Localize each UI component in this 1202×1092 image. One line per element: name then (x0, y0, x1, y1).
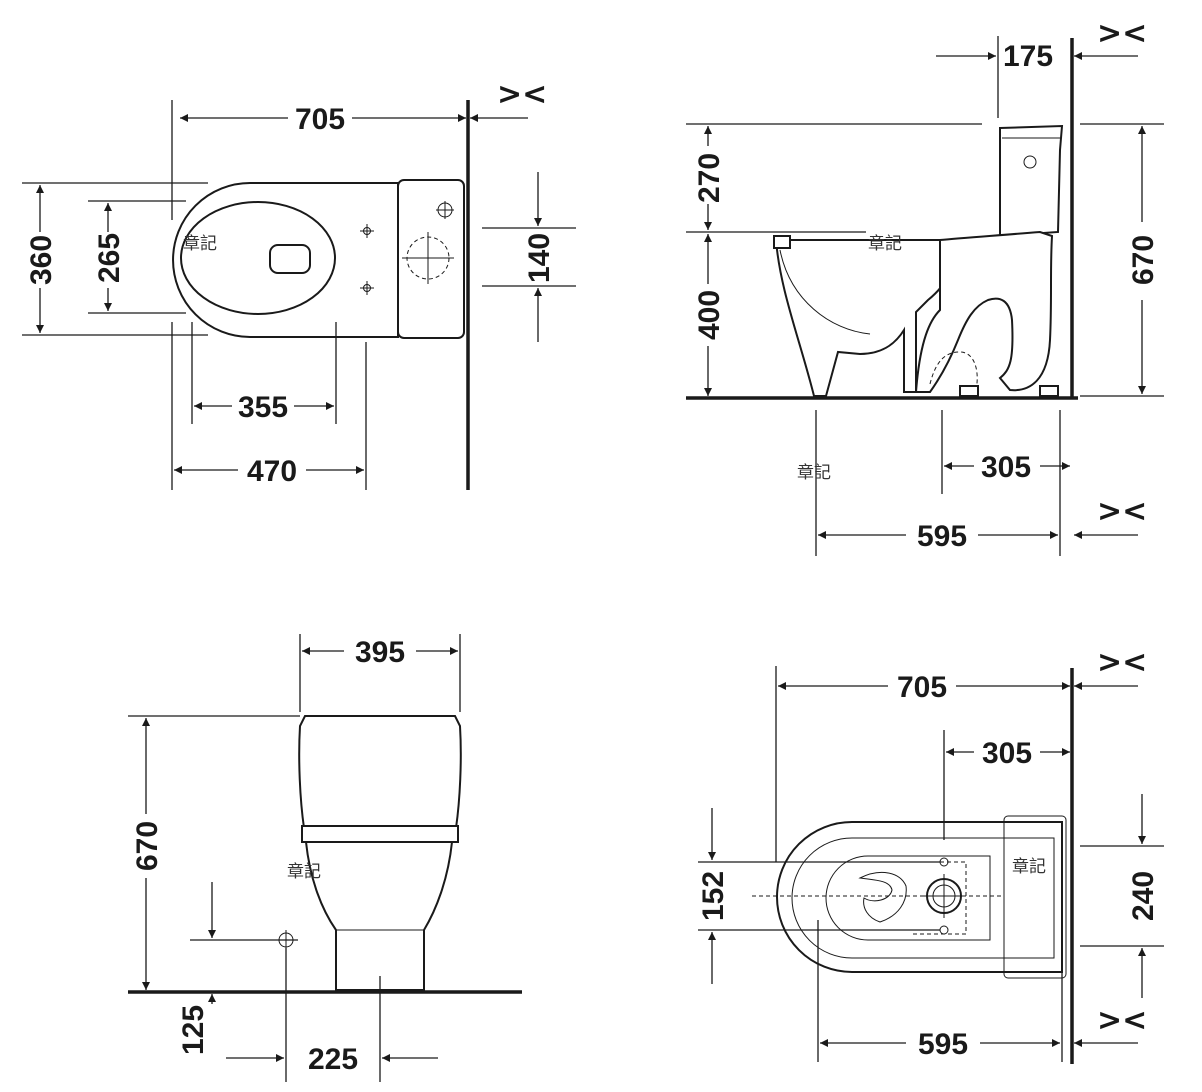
dim-705: 705 (897, 671, 947, 704)
dim-305: 305 (981, 451, 1031, 484)
wall-mark-top: >< (1097, 16, 1147, 51)
dim-355: 355 (238, 391, 288, 424)
wall-mark-top: >< (1097, 645, 1147, 680)
dim-270: 270 (693, 153, 726, 203)
dim-125: 125 (177, 1005, 210, 1055)
dim-265: 265 (93, 233, 126, 283)
dim-175: 175 (1003, 40, 1053, 73)
tank (298, 715, 462, 829)
foot (1039, 385, 1059, 397)
tank-band (301, 825, 459, 843)
dim-400: 400 (693, 290, 726, 340)
dim-470: 470 (247, 455, 297, 488)
wall-mark-bottom: >< (1097, 494, 1147, 529)
dim-395: 395 (355, 636, 405, 669)
wall-mark-bottom: >< (1097, 1003, 1147, 1038)
watermark: 章記 (287, 862, 321, 882)
dim-595: 595 (917, 520, 967, 553)
wall-mark: >< (497, 77, 547, 112)
watermark: 章記 (183, 234, 217, 254)
watermark: 章記 (797, 463, 831, 483)
bowl-front (304, 841, 454, 991)
dim-670: 670 (131, 821, 164, 871)
side-view: >< >< 175 270 400 670 (686, 16, 1164, 556)
dim-595: 595 (918, 1028, 968, 1061)
bottom-view: >< >< 705 305 152 (697, 645, 1164, 1064)
tank (999, 124, 1064, 238)
dim-305: 305 (982, 737, 1032, 770)
dim-705: 705 (295, 103, 345, 136)
dim-670: 670 (1127, 235, 1160, 285)
watermark: 章記 (1012, 857, 1046, 877)
foot (959, 385, 979, 397)
top-view: >< 705 360 265 (22, 77, 576, 490)
base-outline (776, 821, 1063, 973)
dim-240: 240 (1127, 871, 1160, 921)
dim-360: 360 (25, 235, 58, 285)
seat-hinge (773, 235, 791, 249)
dim-225: 225 (308, 1043, 358, 1076)
watermark: 章記 (868, 234, 902, 254)
dim-140: 140 (523, 233, 556, 283)
drain-opening (269, 244, 311, 274)
dim-152: 152 (697, 871, 730, 921)
front-view: 395 670 125 225 章記 (128, 634, 522, 1082)
tank-outline (397, 179, 465, 339)
trapway (914, 230, 1054, 393)
seat-opening (180, 201, 336, 315)
